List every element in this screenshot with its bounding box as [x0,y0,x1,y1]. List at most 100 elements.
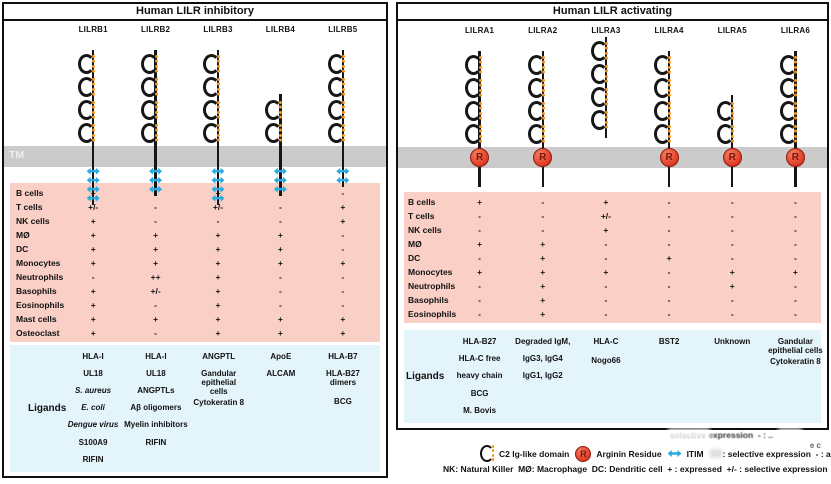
ligand-entry: Unknown [714,337,751,347]
c2-dot [541,125,545,129]
table-row: T cells+/--+/--+ [4,200,386,214]
c2-dot [668,135,672,139]
c2-domain-icon [140,100,158,121]
expression-cell: - [278,201,282,212]
expression-cell: - [793,281,797,292]
c2-dot [604,42,608,46]
expression-cell: - [341,187,345,198]
table-row: MØ++++- [4,228,386,242]
expression-cell: - [478,253,481,264]
tm-label: TM [9,149,25,162]
itim-icon [273,167,287,175]
expression-cell: - [793,211,797,222]
itim-icon [211,167,225,175]
ligand-entry: E. coli [81,403,105,413]
ligand-entry: HLA-I [82,351,104,361]
c2-dot [92,101,96,105]
ligand-entry: M. Bovis [463,405,497,415]
row-label: B cells [408,197,436,208]
receptor-lilrb1 [62,36,124,206]
receptor-lilrb5 [312,36,374,202]
ligands-label: Ligands [28,402,67,414]
table-row: DC++++- [4,242,386,256]
c2-domain-icon [464,55,482,76]
ligand-entry: RIFIN [145,437,167,447]
c2-dot [92,65,96,69]
expression-table: B cells+-+--T cells+/--+/--+NK cells+---… [4,182,386,342]
receptor-lilra6: R [764,37,827,203]
receptor-name: LILRB5 [328,25,358,35]
ligand-entry: Aβ oligomers [130,403,182,413]
table-row: Eosinophils+-+-- [4,298,386,312]
receptor-area: TM [4,36,386,206]
arginine-residue-icon: R [575,445,592,462]
c2-domain-icon [327,77,345,98]
table-row: Neutrophils-+++-- [4,270,386,284]
ligand-entry: ANGPTLs [137,386,175,396]
expression-cell: + [340,327,346,338]
c2-dot [668,66,672,70]
table-row: DC-+-+-- [398,251,827,265]
legend-itim-label: ITIM [686,448,704,459]
expression-cell: - [541,211,545,222]
receptor-stalk [604,37,608,139]
row-label: Mast cells [16,313,57,324]
expression-cell: + [666,253,672,264]
receptor-stalk [731,95,734,188]
c2-dot [541,66,545,70]
c2-dot [154,78,158,82]
c2-dot [731,102,735,106]
c2-dot [154,101,158,105]
itim-icon [211,194,225,202]
legend-arginine-label: Arginin Residue [596,448,662,459]
row-label: NK cells [16,215,50,226]
expression-cell: - [667,211,671,222]
expression-cell: - [478,211,481,222]
c2-dot [478,125,482,129]
row-label: B cells [16,187,44,198]
itim-icon [86,167,100,175]
abbreviations-line: NK: Natural Killer MØ: Macrophage DC: De… [443,464,831,474]
expression-cell: + [603,197,609,208]
c2-domain-icon [527,55,545,76]
itim-icon [149,167,163,175]
receptor-name: LILRB3 [203,25,233,35]
ligand-entry: Degraded IgM, [515,337,571,347]
ligand-entry: ApoE [270,351,292,361]
row-label: Neutrophils [16,271,64,282]
expression-cell: - [667,267,671,278]
expression-cell: + [153,313,159,324]
itim-icon [86,194,100,202]
row-label: Monocytes [408,267,453,278]
c2-domain-icon [527,124,545,145]
receptor-name: LILRB4 [265,25,295,35]
c2-domain-icon [265,123,283,144]
c2-domain-icon [780,124,798,145]
itim-icon [86,185,100,193]
expression-cell: + [340,215,346,226]
expression-cell: - [341,299,345,310]
expression-cell: - [541,225,545,236]
c2-domain-icon [590,64,608,85]
expression-cell: - [541,197,545,208]
expression-cell: + [792,267,798,278]
table-row: Neutrophils-+--+- [398,279,827,293]
row-label: Neutrophils [408,281,456,292]
ligand-column: Unknown [701,330,764,354]
expression-cell: - [478,225,481,236]
ligand-entry: Nogo66 [591,356,621,366]
expression-cell: + [90,215,96,226]
expression-cell: + [340,201,346,212]
c2-dot [794,125,798,129]
c2-domain-icon [590,87,608,108]
receptor-lilra4: R [638,37,701,203]
c2-dot [478,102,482,106]
expression-cell: ++ [150,271,161,282]
row-label: Eosinophils [16,299,65,310]
receptor-lilra1: R [448,37,511,203]
c2-domain-icon [464,78,482,99]
table-row: Basophils-+---- [398,293,827,307]
